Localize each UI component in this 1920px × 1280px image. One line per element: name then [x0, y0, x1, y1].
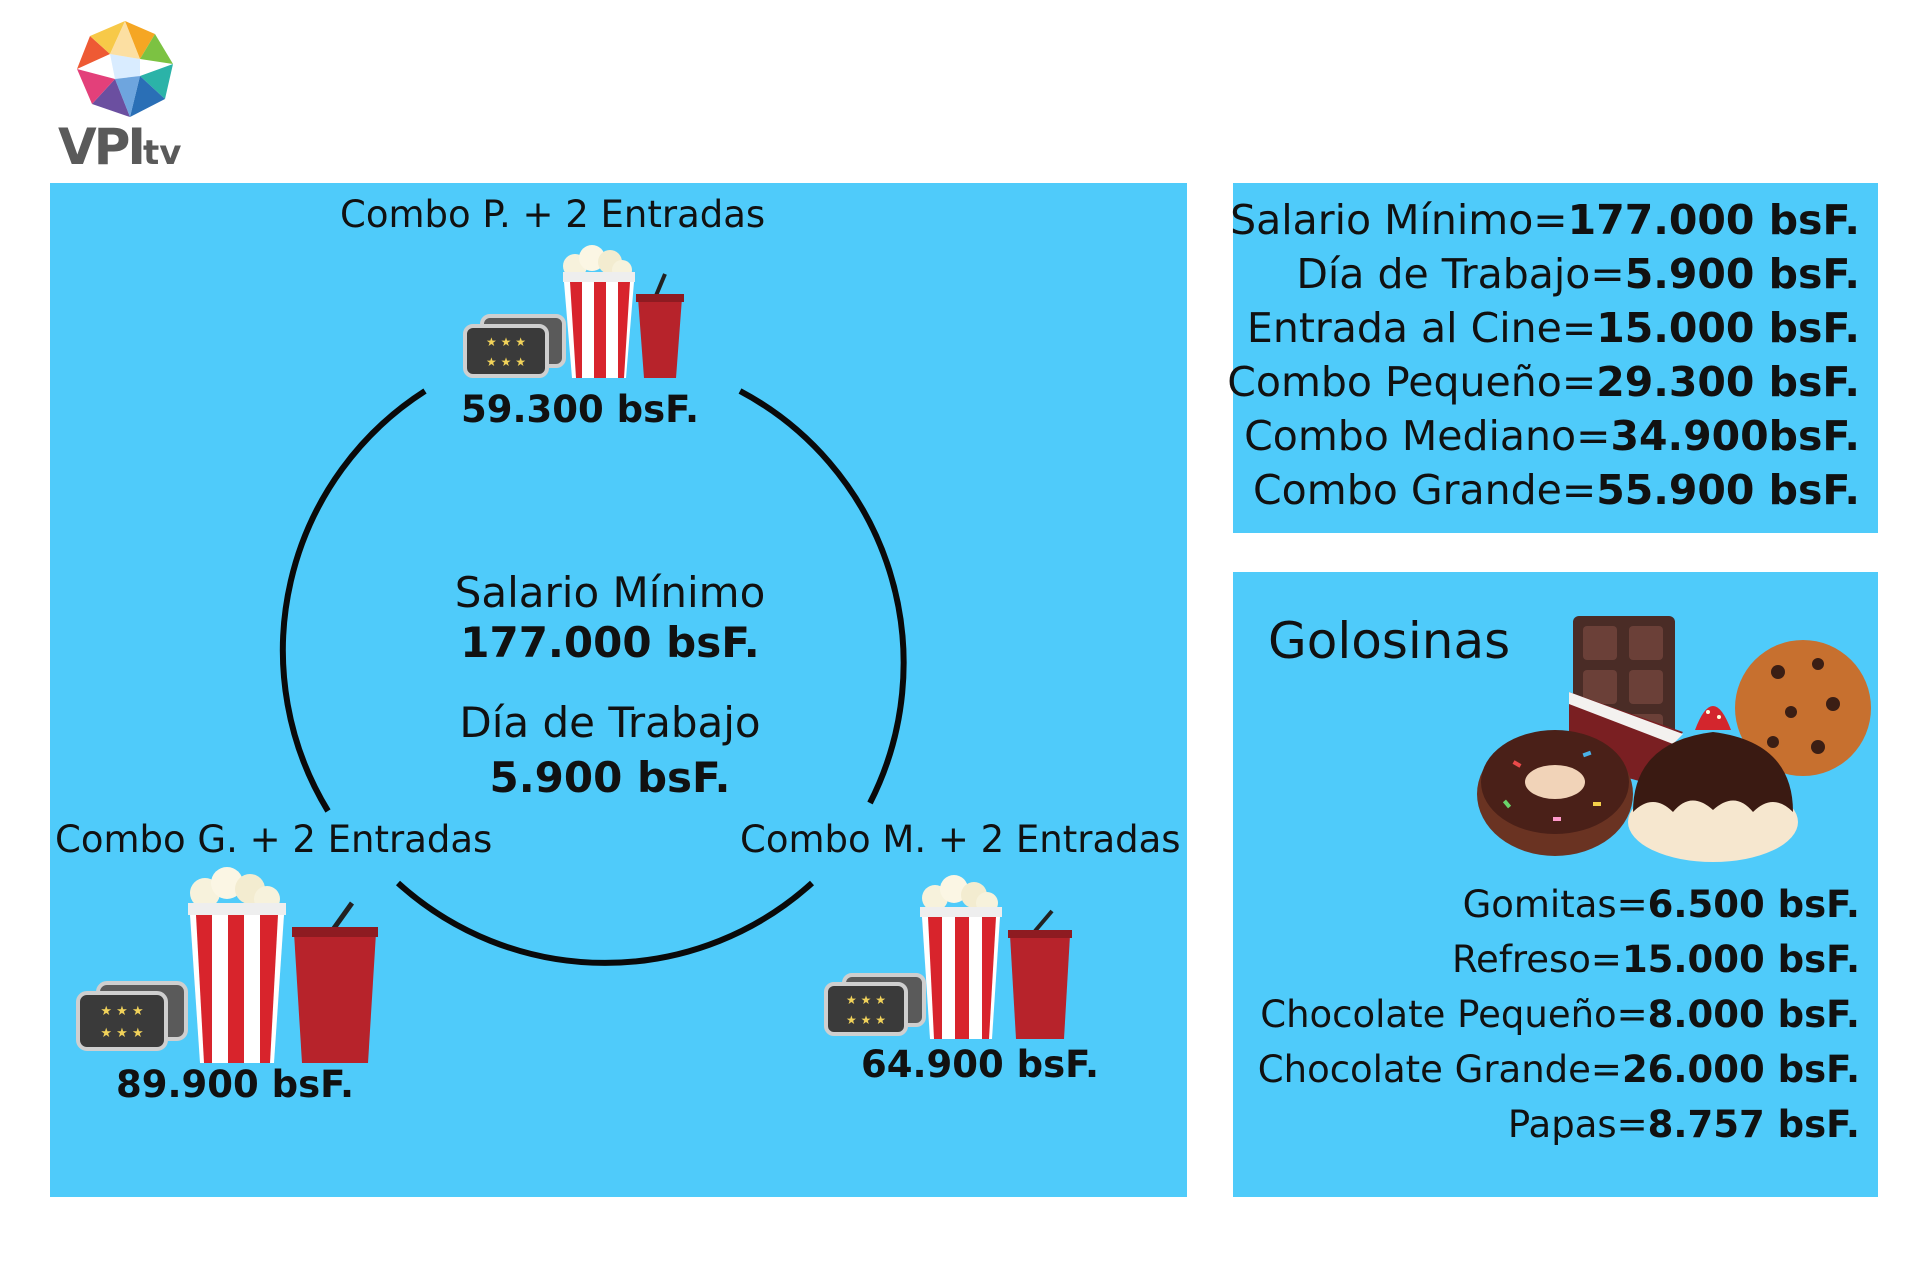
center-salary-label: Salario Mínimo: [454, 568, 766, 617]
ticket-icon: ★ ★ ★ ★ ★ ★: [463, 314, 566, 378]
combo-medium-title: Combo M. + 2 Entradas: [740, 818, 1181, 861]
svg-text:★ ★ ★: ★ ★ ★: [100, 1026, 143, 1041]
svg-text:★ ★ ★: ★ ★ ★: [486, 355, 526, 369]
price-row: Combo Pequeño=29.300 bsF.: [1227, 358, 1860, 406]
combo-large-price: 89.900 bsF.: [115, 1063, 355, 1106]
combo-cycle-panel: Combo P. + 2 Entradas ★ ★ ★ ★ ★ ★ 59.300…: [50, 183, 1187, 1197]
combo-large-title: Combo G. + 2 Entradas: [55, 818, 493, 861]
svg-text:★ ★ ★: ★ ★ ★: [846, 993, 886, 1007]
popcorn-icon: [920, 875, 1002, 1039]
candy-row: Chocolate Grande=26.000 bsF.: [1257, 1048, 1860, 1091]
logo-main-text: VPI: [58, 118, 146, 176]
center-day-value: 5.900 bsF.: [489, 753, 731, 802]
drink-icon: [292, 901, 378, 1063]
popcorn-icon: [188, 867, 286, 1063]
candy-row: Chocolate Pequeño=8.000 bsF.: [1260, 993, 1860, 1036]
center-day-label: Día de Trabajo: [459, 698, 761, 747]
svg-text:★ ★ ★: ★ ★ ★: [486, 335, 526, 349]
svg-text:★ ★ ★: ★ ★ ★: [100, 1004, 143, 1019]
combo-small-icon: ★ ★ ★ ★ ★ ★: [463, 245, 684, 378]
candy-title: Golosinas: [1268, 612, 1511, 670]
candy-row: Refreso=15.000 bsF.: [1452, 938, 1860, 981]
sweets-illustration: [1477, 616, 1871, 862]
prices-panel: Salario Mínimo=177.000 bsF. Día de Traba…: [1227, 183, 1878, 533]
ticket-icon: ★ ★ ★ ★ ★ ★: [76, 981, 188, 1051]
price-row: Combo Mediano=34.900bsF.: [1244, 412, 1860, 460]
combo-medium-price: 64.900 bsF.: [860, 1043, 1100, 1086]
drink-icon: [636, 273, 684, 378]
candy-row: Gomitas=6.500 bsF.: [1462, 883, 1860, 926]
combo-small-price: 59.300 bsF.: [460, 388, 700, 431]
center-salary-value: 177.000 bsF.: [460, 618, 760, 667]
combo-large-icon: ★ ★ ★ ★ ★ ★: [76, 867, 378, 1063]
combo-medium-icon: ★ ★ ★ ★ ★ ★: [824, 875, 1072, 1039]
candy-list: Gomitas=6.500 bsF. Refreso=15.000 bsF. C…: [1258, 877, 1860, 1152]
vpitv-logo: [50, 14, 200, 174]
price-row: Día de Trabajo=5.900 bsF.: [1296, 250, 1860, 298]
drink-icon: [1008, 909, 1072, 1039]
svg-text:★ ★ ★: ★ ★ ★: [846, 1013, 886, 1027]
candy-row: Papas=8.757 bsF.: [1507, 1103, 1860, 1146]
price-row: Salario Mínimo=177.000 bsF.: [1230, 196, 1860, 244]
price-list: Salario Mínimo=177.000 bsF. Día de Traba…: [1227, 193, 1860, 517]
cycle-ring: [279, 388, 907, 966]
logo-wordmark: VPItv: [58, 118, 181, 176]
globe-logo-icon: [77, 21, 173, 117]
price-row: Entrada al Cine=15.000 bsF.: [1246, 304, 1860, 352]
price-row: Combo Grande=55.900 bsF.: [1253, 466, 1860, 514]
candy-panel: Golosinas: [1233, 572, 1878, 1197]
combo-small-title: Combo P. + 2 Entradas: [340, 193, 766, 236]
cookie-icon: [1735, 640, 1871, 776]
cake-icon: [1628, 706, 1798, 862]
popcorn-icon: [563, 245, 635, 378]
logo-suffix-text: tv: [142, 133, 182, 173]
donut-icon: [1477, 730, 1633, 856]
ticket-icon: ★ ★ ★ ★ ★ ★: [824, 973, 926, 1036]
